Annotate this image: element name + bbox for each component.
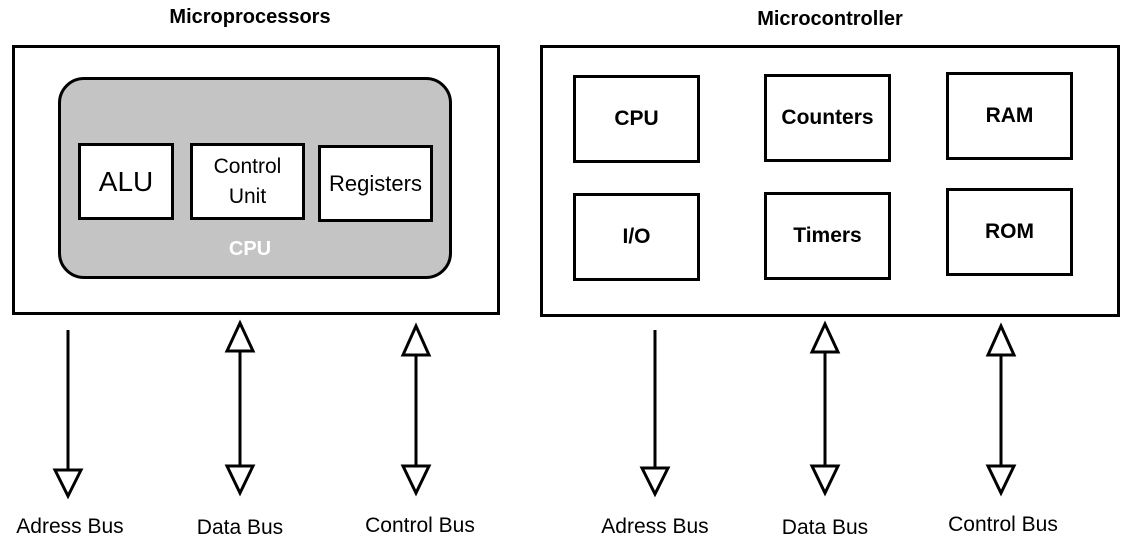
mp-control-bus-arrow xyxy=(400,322,432,497)
mp-data-bus-label: Data Bus xyxy=(196,516,284,539)
cpu-panel-label: CPU xyxy=(228,238,272,260)
alu-unit: ALU xyxy=(78,143,174,220)
mc-counters-box: Counters xyxy=(764,74,891,162)
mc-control-bus-label: Control Bus xyxy=(948,513,1058,536)
mp-data-bus-arrow xyxy=(224,319,256,497)
mc-address-bus-label: Adress Bus xyxy=(601,515,709,538)
mc-control-bus-arrow xyxy=(985,322,1017,497)
registers-unit: Registers xyxy=(318,145,433,222)
mc-data-bus-arrow xyxy=(809,320,841,497)
mp-control-bus-label: Control Bus xyxy=(365,514,475,537)
mc-cpu-box: CPU xyxy=(573,75,700,163)
mc-rom-box: ROM xyxy=(946,188,1073,276)
mc-address-bus-arrow xyxy=(639,330,671,498)
mc-data-bus-label: Data Bus xyxy=(781,516,869,539)
mp-address-bus-label: Adress Bus xyxy=(16,515,124,538)
microprocessors-title: Microprocessors xyxy=(169,6,331,28)
microcontroller-title: Microcontroller xyxy=(757,8,903,30)
mc-io-box: I/O xyxy=(573,193,700,281)
mc-timers-box: Timers xyxy=(764,192,891,280)
control-unit: Control Unit xyxy=(190,143,305,220)
mp-address-bus-arrow xyxy=(52,330,84,500)
mc-ram-box: RAM xyxy=(946,72,1073,160)
